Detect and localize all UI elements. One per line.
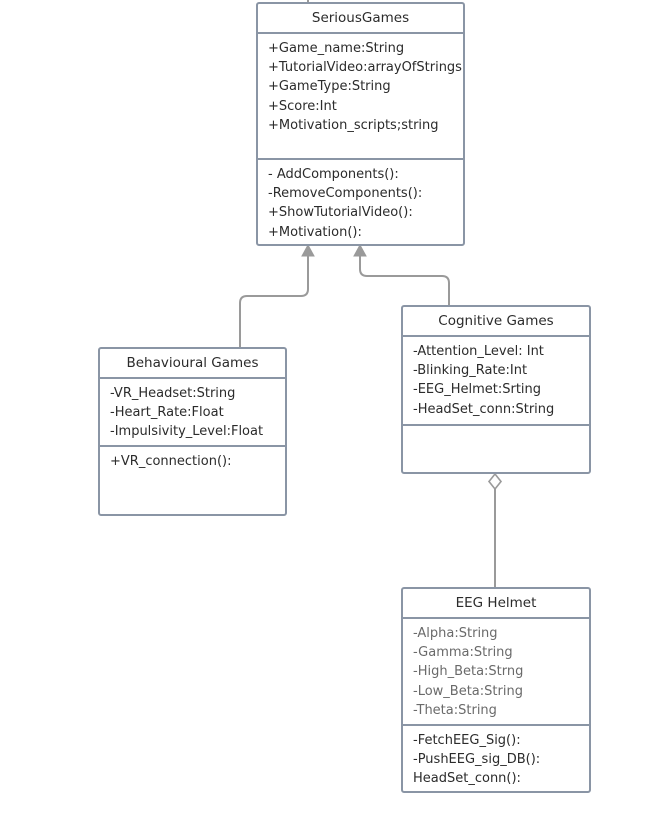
operation-row: -PushEEG_sig_DB(): [413,752,541,768]
operations-section: -FetchEEG_Sig(): -PushEEG_sig_DB(): Head… [403,726,589,789]
class-name: SeriousGames [258,4,463,34]
attribute-row: -Blinking_Rate:Int [413,363,528,379]
attribute-row: -HeadSet_conn:String [413,401,555,417]
attribute-row: -Impulsivity_Level:Float [110,424,264,440]
operations-section: +VR_connection(): [100,447,285,471]
generalization-arrowhead-behavioural [301,243,315,257]
attributes-section: -Attention_Level: Int -Blinking_Rate:Int… [403,337,589,426]
class-eeg-helmet[interactable]: EEG Helmet -Alpha:String -Gamma:String -… [401,587,591,793]
attribute-row: +GameType:String [268,79,391,95]
operation-row: +VR_connection(): [110,454,232,469]
attributes-section: -Alpha:String -Gamma:String -High_Beta:S… [403,619,589,726]
attribute-row: -Alpha:String [413,626,498,641]
attribute-row: -High_Beta:Strng [413,664,524,680]
class-serious-games[interactable]: SeriousGames +Game_name:String +Tutorial… [256,2,465,246]
attribute-row: +Motivation_scripts;string [268,117,439,133]
operation-row: -FetchEEG_Sig(): [413,733,521,748]
generalization-arrowhead-cognitive [353,243,367,257]
class-name: Behavioural Games [100,349,285,379]
attribute-row: +Score:Int [268,98,337,114]
attribute-row: -Theta:String [413,702,497,718]
operations-section [403,426,589,431]
attribute-row: +TutorialVideo:arrayOfStrings [268,60,462,76]
class-name: EEG Helmet [403,589,589,619]
attribute-row: -EEG_Helmet:Srting [413,382,542,398]
aggregation-diamond-icon [487,472,503,491]
class-cognitive-games[interactable]: Cognitive Games -Attention_Level: Int -B… [401,305,591,474]
operation-row: HeadSet_conn(): [413,771,521,787]
generalization-cognitive-to-serious[interactable] [359,256,450,306]
class-behavioural-games[interactable]: Behavioural Games -VR_Headset:String -He… [98,347,287,516]
operation-row: - AddComponents(): [268,167,399,182]
attribute-row: -Low_Beta:String [413,683,523,699]
operations-section: - AddComponents(): -RemoveComponents(): … [258,160,463,242]
class-name: Cognitive Games [403,307,589,337]
attribute-row: -VR_Headset:String [110,386,236,401]
operation-row: +Motivation(): [268,224,362,240]
generalization-behavioural-to-serious[interactable] [239,256,309,348]
attributes-section: -VR_Headset:String -Heart_Rate:Float -Im… [100,379,285,447]
attributes-section: +Game_name:String +TutorialVideo:arrayOf… [258,34,463,160]
attribute-row: -Attention_Level: Int [413,344,544,359]
operation-row: -RemoveComponents(): [268,186,423,202]
attribute-row: -Gamma:String [413,645,513,661]
operation-row: +ShowTutorialVideo(): [268,205,413,221]
attribute-row: -Heart_Rate:Float [110,405,224,421]
attribute-row: +Game_name:String [268,41,405,56]
